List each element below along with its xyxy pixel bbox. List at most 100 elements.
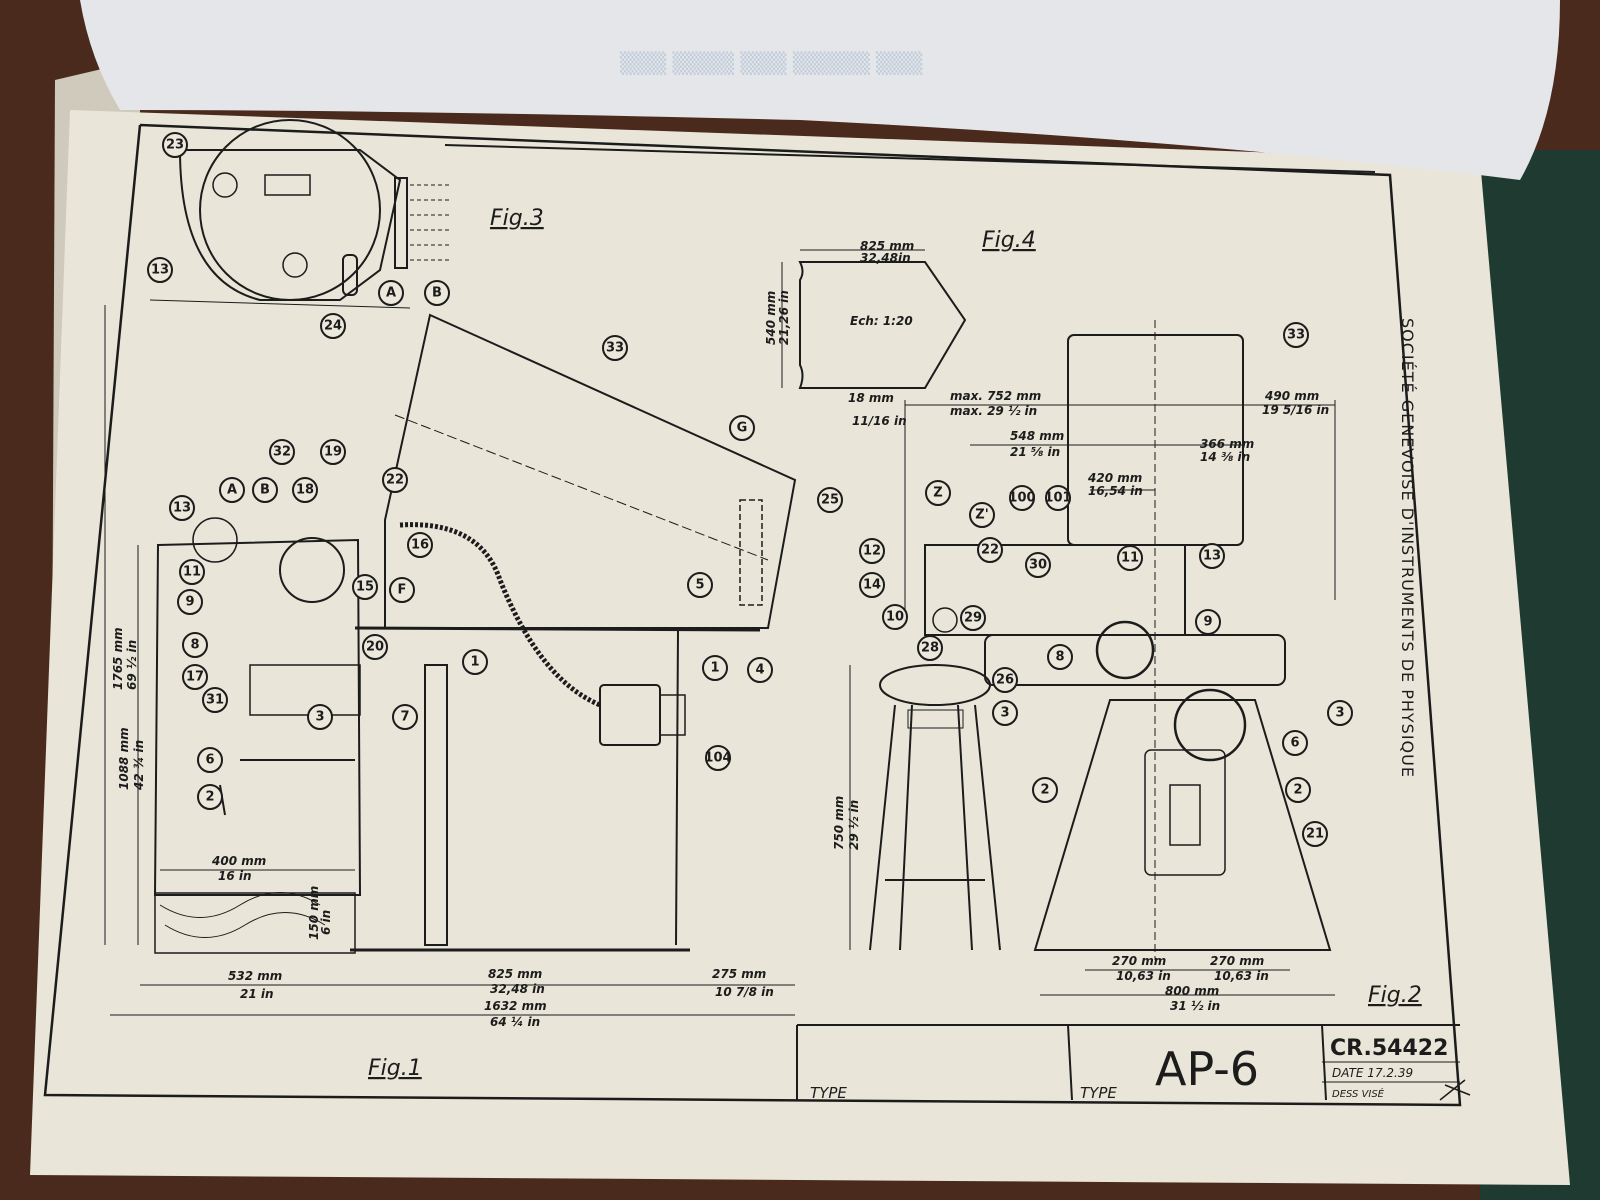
dim-270a-mm: 270 mm [1112, 954, 1166, 968]
fig1-part-balloon: 33 [602, 335, 628, 361]
balloon-number: 5 [695, 578, 704, 593]
fig4-height-mm: 540 mm [764, 291, 778, 345]
balloon-circle [462, 649, 488, 675]
balloon-circle [147, 257, 173, 283]
fig1-dimensions: 400 mm 16 in 532 mm 21 in 825 mm 32,48 i… [111, 627, 774, 1029]
fig1-part-balloon: G [729, 415, 755, 441]
balloon-circle [1285, 777, 1311, 803]
balloon-circle [687, 572, 713, 598]
dim-275-in: 10 7/8 in [715, 985, 774, 999]
dim-750-mm: 750 mm [832, 796, 846, 850]
fig2-part-balloon: 30 [1025, 552, 1051, 578]
fig2-part-balloon: 3 [1327, 700, 1353, 726]
balloon-number: 17 [186, 670, 204, 685]
balloon-number: 29 [964, 611, 982, 626]
fig3-part-balloon: 23 [162, 132, 188, 158]
balloon-number: 12 [863, 544, 881, 559]
fig2-dimensions: max. 752 mm max. 29 ½ in 548 mm 21 ⅝ in … [832, 389, 1329, 1013]
balloon-circle [859, 538, 885, 564]
balloon-number: 30 [1029, 558, 1047, 573]
balloon-circle [925, 480, 951, 506]
drawing-number: CR.54422 [1330, 1036, 1448, 1061]
fig2-part-balloon: 9 [1195, 609, 1221, 635]
balloon-circle [389, 577, 415, 603]
fig4-plate: Ech: 1:20 825 mm 32,48in 540 mm 21,26 in… [764, 239, 967, 428]
balloon-number: 104 [704, 751, 731, 766]
balloon-number: 2 [1040, 783, 1049, 798]
fig4-hole-in: 11/16 in [852, 414, 907, 428]
dim-366-in: 14 ⅜ in [1200, 450, 1250, 464]
fig2-part-balloon: 26 [992, 667, 1018, 693]
balloon-number: 100 [1008, 491, 1035, 506]
drawing-date: DATE 17.2.39 [1332, 1066, 1413, 1080]
fig3-drawing [149, 119, 450, 309]
fig1-part-balloon: 11 [179, 559, 205, 585]
dim-150-in: 6 in [319, 910, 333, 935]
balloon-circle [882, 604, 908, 630]
dim-1632-mm: 1632 mm [484, 999, 547, 1013]
balloon-number: 21 [1306, 827, 1324, 842]
balloon-number: 28 [921, 641, 939, 656]
balloon-circle [392, 704, 418, 730]
dim-750-in: 29 ½ in [847, 800, 861, 850]
fig1-part-balloon: 18 [292, 477, 318, 503]
balloon-number: 7 [400, 710, 409, 725]
balloon-number: 31 [206, 693, 224, 708]
fig1-part-balloon: 3 [307, 704, 333, 730]
fig1-part-balloon: 2 [197, 784, 223, 810]
balloon-number: B [260, 483, 270, 498]
balloon-circle [382, 467, 408, 493]
balloon-circle [969, 502, 995, 528]
balloon-number: 3 [1335, 706, 1344, 721]
balloon-circle [424, 280, 450, 306]
balloon-number: 8 [190, 638, 199, 653]
border-top-line [444, 144, 1376, 173]
dim-275-mm: 275 mm [712, 967, 766, 981]
fig2-label: Fig.2 [1368, 983, 1422, 1008]
dim-150-mm: 150 mm [307, 886, 321, 940]
balloon-number: 32 [273, 445, 291, 460]
dim-1632-in: 64 ¼ in [490, 1015, 540, 1029]
balloon-circle [182, 632, 208, 658]
balloon-circle [1117, 545, 1143, 571]
balloon-circle [269, 439, 295, 465]
balloon-circle [197, 747, 223, 773]
blueprint-sheet [30, 110, 1570, 1185]
balloon-circle [992, 700, 1018, 726]
title-block: TYPE TYPE AP-6 CR.54422 DATE 17.2.39 DES… [796, 1024, 1471, 1102]
fig2-drawing [849, 320, 1336, 996]
balloon-circle [1025, 552, 1051, 578]
dim-1088-mm: 1088 mm [117, 727, 131, 790]
balloon-number: 24 [324, 319, 342, 334]
fig2-part-balloon: 10 [882, 604, 908, 630]
fig1-part-balloon: 8 [182, 632, 208, 658]
dim-1765-mm: 1765 mm [111, 627, 125, 690]
fig2-part-balloon: 101 [1044, 485, 1072, 511]
balloon-number: A [386, 286, 396, 301]
fig2-part-balloon: 2 [1032, 777, 1058, 803]
fig1-part-balloon: A [219, 477, 245, 503]
balloon-number: 15 [356, 580, 374, 595]
fig1-part-balloon: 4 [747, 657, 773, 683]
balloon-number: 18 [296, 483, 314, 498]
fig2-part-balloon: 22 [977, 537, 1003, 563]
fig2-part-balloon: 8 [1047, 644, 1073, 670]
fig3-part-balloon: B [424, 280, 450, 306]
balloon-circle [362, 634, 388, 660]
dim-1765-in: 69 ½ in [125, 640, 139, 690]
balloon-circle [1195, 609, 1221, 635]
dim-752-mm: max. 752 mm [950, 389, 1041, 403]
fig1-part-balloon: 6 [197, 747, 223, 773]
balloon-circle [162, 132, 188, 158]
fig3-label: Fig.3 [490, 206, 544, 231]
balloon-circle [1199, 543, 1225, 569]
balloon-number: 2 [205, 790, 214, 805]
dim-800-in: 31 ½ in [1170, 999, 1220, 1013]
fig4-hole-mm: 18 mm [848, 391, 894, 405]
fig4-scale: Ech: 1:20 [850, 314, 913, 328]
fig1-part-balloon: B [252, 477, 278, 503]
balloon-circle [747, 657, 773, 683]
balloon-number: 23 [166, 138, 184, 153]
balloon-circle [602, 335, 628, 361]
dim-490-mm: 490 mm [1264, 389, 1319, 403]
